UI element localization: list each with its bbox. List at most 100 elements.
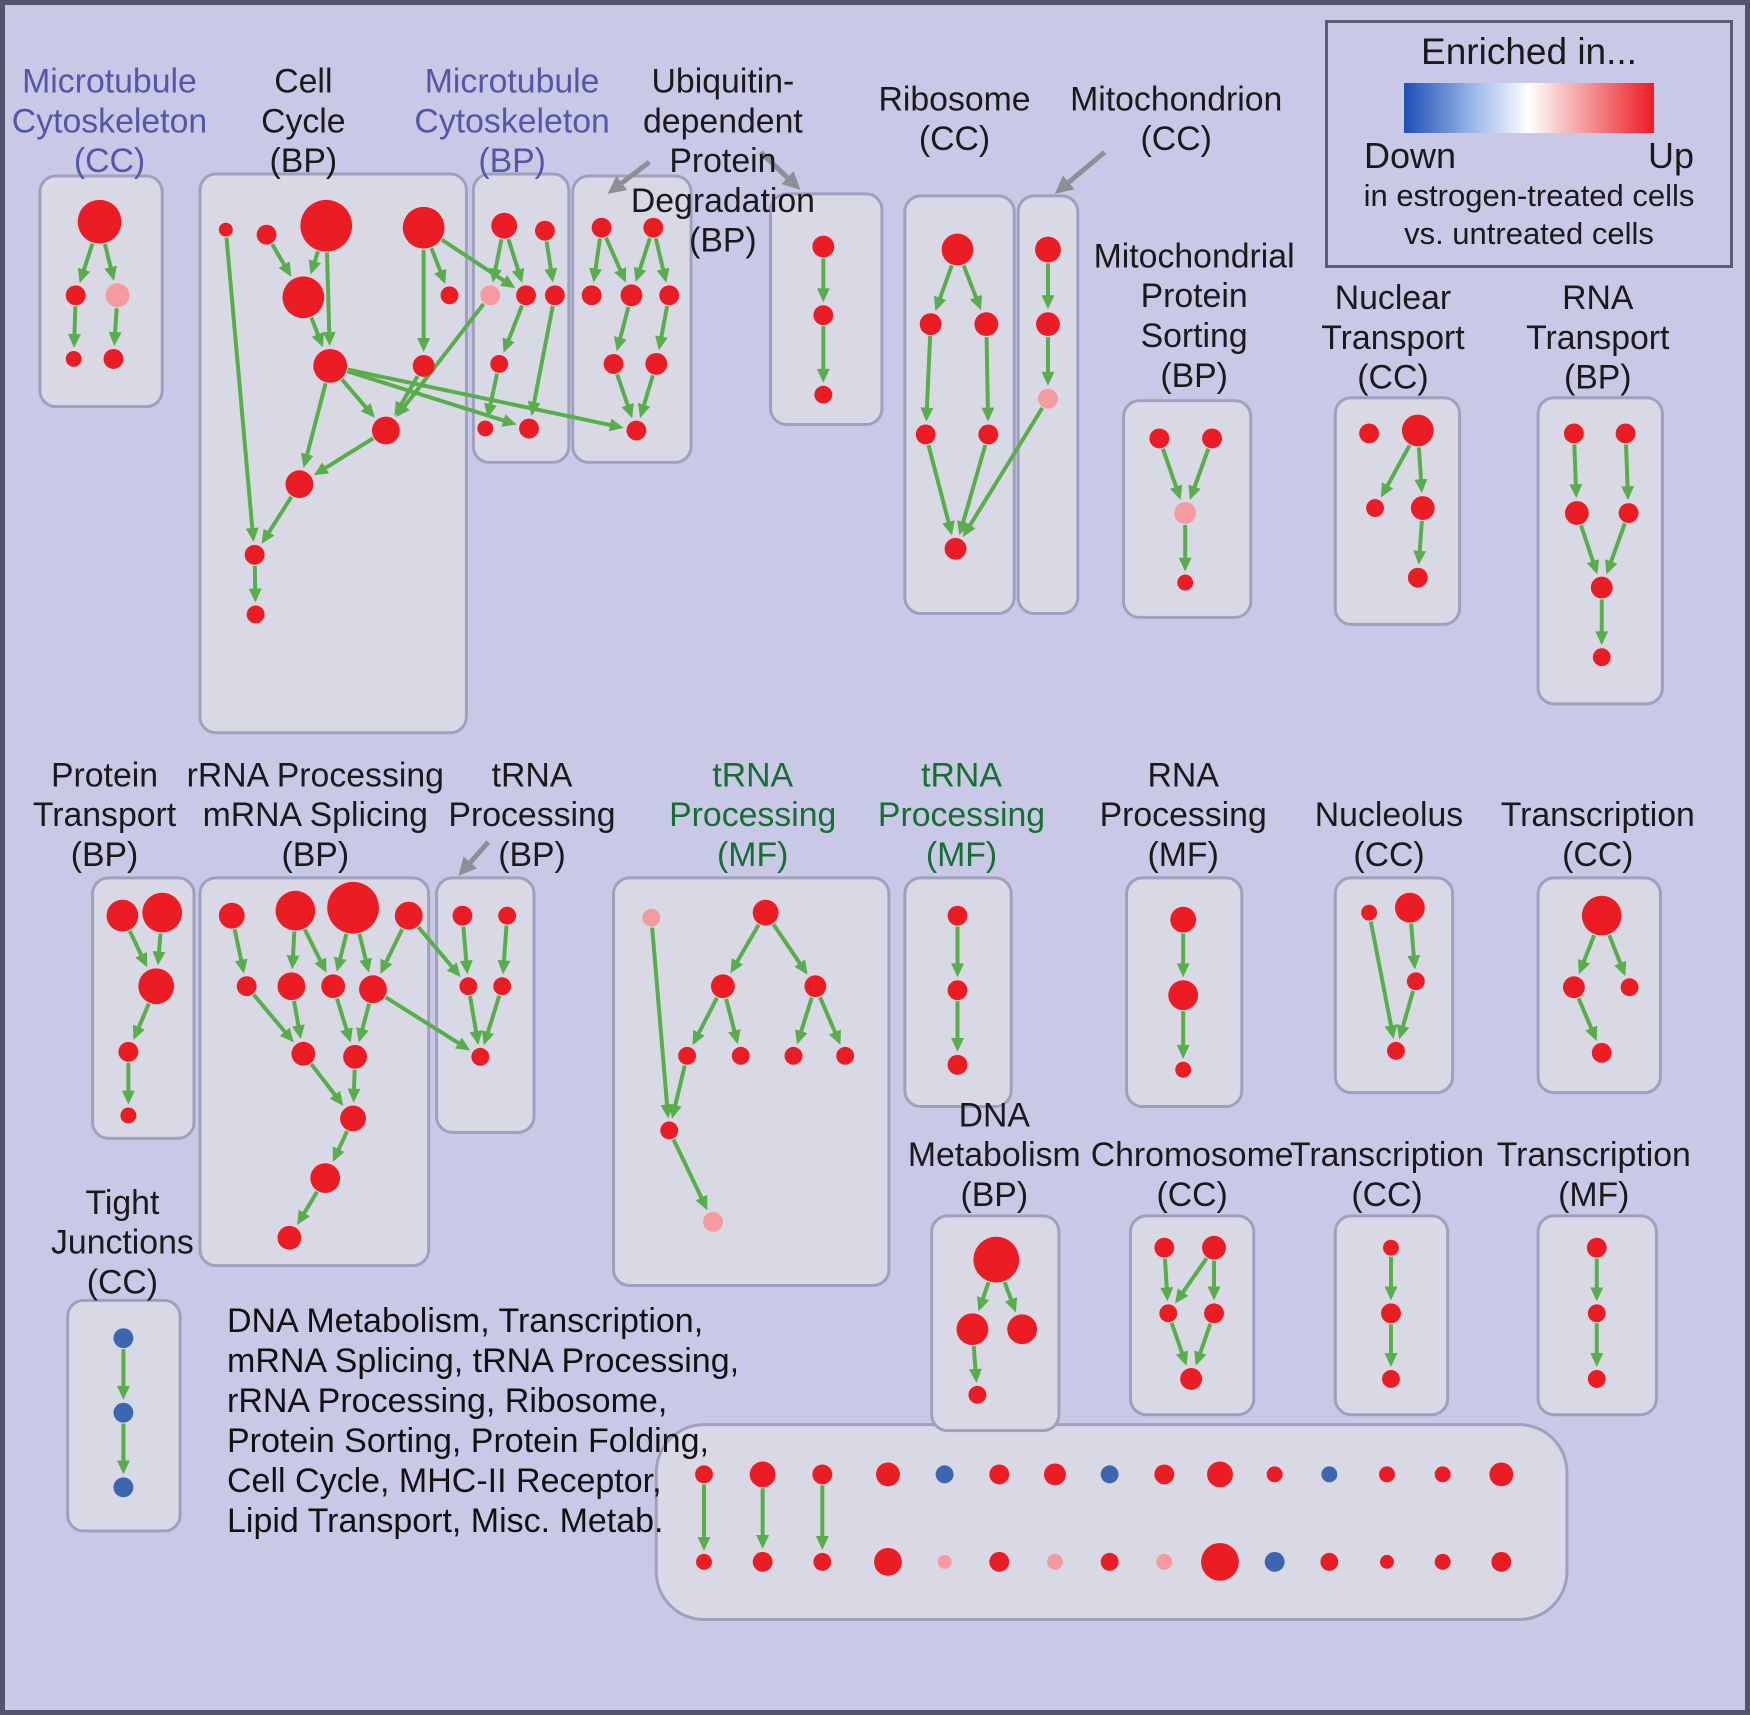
label-pointer-arrow-3-head	[1054, 175, 1075, 194]
node-h3	[1174, 502, 1197, 524]
node-n1	[642, 908, 661, 927]
node-q3	[1406, 972, 1425, 991]
cluster-box-nucleolus	[1333, 876, 1455, 1095]
edge-b10-b11	[266, 495, 294, 535]
node-o2	[947, 980, 968, 1001]
edge-j3-j5	[1579, 524, 1596, 563]
node-m3	[459, 977, 478, 996]
edge-s1-s2	[980, 1281, 991, 1300]
node-n9	[660, 1121, 679, 1140]
edge-l11-l12-head	[332, 1146, 345, 1162]
edge-k3-k4	[136, 1002, 151, 1029]
node-r2	[1562, 976, 1585, 999]
node-xt10	[1207, 1461, 1233, 1488]
cluster-box-microtubule-bp	[471, 172, 571, 464]
edge-c4-c6-head	[502, 337, 515, 353]
node-xb12	[1320, 1552, 1339, 1571]
cluster-box-trna-bp	[435, 876, 536, 1134]
edge-r1-r2-head	[1577, 958, 1591, 975]
edge-e1-e2-head	[816, 288, 830, 303]
edge-k2-k3-head	[152, 951, 166, 966]
edge-g2-g3-head	[1041, 371, 1055, 386]
edge-i2-i4	[1416, 447, 1423, 481]
node-q4	[1386, 1041, 1405, 1060]
node-l7	[321, 974, 346, 999]
edge-l12-l13-head	[297, 1209, 310, 1225]
edge-b3-b5	[312, 250, 320, 263]
edge-v2-v3-head	[1590, 1353, 1604, 1368]
node-c3	[480, 285, 501, 306]
edge-j2-j4	[1624, 444, 1630, 488]
node-s2	[956, 1313, 989, 1346]
node-c5	[544, 285, 565, 306]
node-k4	[118, 1041, 139, 1062]
edge-d2-d4	[637, 237, 652, 271]
edge-d7-d8	[641, 374, 655, 407]
edge-j5-j6-head	[1595, 631, 1609, 646]
cluster-label-transcription-cc-1: Transcription(CC)	[1501, 796, 1695, 874]
edge-f5-f6	[961, 444, 988, 524]
edge-n2-n4-head	[794, 959, 808, 975]
node-xb3	[813, 1552, 832, 1571]
node-b8	[412, 354, 435, 377]
edge-c6-c7-head	[484, 402, 497, 418]
edge-m4-m5-head	[481, 1030, 495, 1046]
cluster-label-mitochondrion-cc: Mitochondrion(CC)	[1070, 80, 1282, 158]
edge-f3-f5-head	[981, 407, 995, 422]
edge-b1-b11-head	[245, 527, 259, 542]
edge-m4-m5	[485, 995, 502, 1034]
edge-n3-n5-head	[692, 1029, 705, 1046]
label-pointer-arrow-1	[619, 160, 651, 186]
node-f3	[974, 312, 999, 337]
cluster-box-rna-transport	[1536, 396, 1664, 706]
edge-f2-f4-head	[920, 407, 934, 422]
node-n6	[731, 1046, 750, 1065]
edge-d5-d7-head	[655, 335, 668, 351]
node-f4	[915, 424, 936, 445]
node-xt3	[812, 1464, 833, 1485]
label-pointer-arrow-3	[1066, 150, 1107, 185]
node-b12	[246, 605, 265, 624]
edge-o1-o2-head	[951, 963, 964, 978]
node-xb1	[696, 1553, 712, 1570]
legend-subtitle-2: vs. untreated cells	[1404, 216, 1654, 251]
edge-a1-a3	[103, 243, 113, 269]
legend-gradient-bar	[1404, 83, 1654, 133]
edge-t1-t3-head	[1160, 1287, 1174, 1302]
edge-b11-b12-head	[248, 588, 262, 603]
edge-b5-b7	[309, 316, 321, 337]
edge-d1-d3	[593, 238, 602, 271]
edge-b9-b10-head	[313, 462, 329, 476]
edge-l4-m3-head	[446, 962, 461, 978]
label-pointer-arrow-4	[467, 840, 491, 865]
edge-n9-n10	[671, 1138, 704, 1200]
edge-l6-l9-head	[291, 1024, 305, 1040]
node-e1	[812, 235, 835, 258]
edge-q1-q4	[1368, 921, 1394, 1027]
edge-i2-i3	[1385, 444, 1412, 488]
edge-k2-k3	[156, 933, 163, 953]
cluster-label-nucleolus-cc: Nucleolus(CC)	[1315, 796, 1463, 874]
edge-n4-n7-head	[795, 1029, 808, 1045]
node-p2	[1168, 980, 1199, 1011]
edge-a1-a3-head	[104, 265, 117, 281]
node-d2	[643, 217, 664, 238]
node-h1	[1149, 428, 1170, 449]
edge-h1-h3-head	[1169, 484, 1183, 500]
edge-o2-o3-head	[951, 1037, 964, 1052]
edge-b2-b5-head	[278, 261, 292, 277]
node-l9	[291, 1041, 316, 1066]
node-i1	[1359, 423, 1380, 444]
edge-c2-c5-head	[544, 267, 558, 283]
edge-h3-h4-head	[1178, 557, 1192, 572]
edge-m3-m5	[468, 995, 479, 1033]
node-v3	[1587, 1369, 1606, 1388]
edge-l8-m5-head	[454, 1037, 471, 1051]
edge-b9-b10	[323, 436, 375, 471]
edge-t2-t3-head	[1175, 1288, 1189, 1304]
edge-q2-q3-head	[1407, 954, 1421, 970]
node-w3	[113, 1477, 134, 1498]
node-n2	[752, 899, 779, 926]
